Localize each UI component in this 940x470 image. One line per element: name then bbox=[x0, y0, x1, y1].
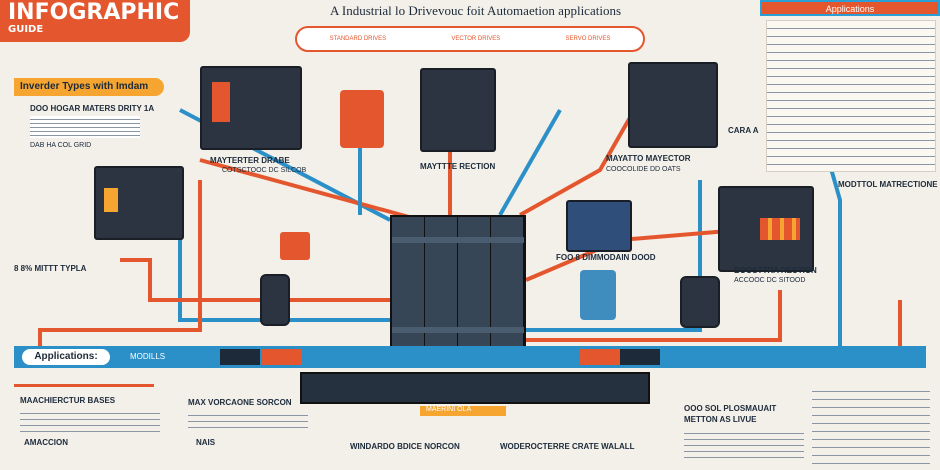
topbar-item-2: VECTOR DRIVES bbox=[451, 36, 501, 42]
left-panel-text bbox=[30, 116, 140, 138]
handheld-keypad bbox=[680, 276, 720, 328]
label-g-sub: ACCOOC DC SITOOD bbox=[734, 277, 806, 284]
label-a: MAYTERTER DRABE bbox=[210, 156, 290, 165]
left-panel-heading: DOO HOGAR MATERS DRITY 1A bbox=[30, 104, 155, 113]
bottom-col2-title: MAX VORCAONE SORCON bbox=[188, 398, 292, 407]
logo-subtitle: GUIDE bbox=[8, 24, 44, 35]
app-icon-1 bbox=[220, 349, 260, 365]
topbar-item-3: SERVO DRIVES bbox=[565, 36, 611, 42]
bottom-col3-title: WINDARDO BDICE NORCON bbox=[350, 442, 460, 451]
bottom-right-list bbox=[812, 384, 930, 464]
bottom-col4-title: WODEROCTERRE CRATE WALALL bbox=[500, 442, 635, 451]
bottom-col5-title: OOO SOL PLOSMAUAIT METTON AS LIVUE bbox=[684, 404, 777, 424]
bottom-col2-sub: NAIS bbox=[196, 438, 216, 447]
control-panel-device bbox=[340, 90, 384, 148]
vfd-device-6 bbox=[566, 200, 632, 252]
connector-device bbox=[280, 232, 310, 260]
vfd-device-5 bbox=[718, 186, 814, 272]
label-c-sub: COOCOLIDE DD OATS bbox=[606, 166, 681, 173]
sensor-probe bbox=[580, 270, 616, 320]
bottom-col1-bar bbox=[14, 384, 154, 387]
app-icon-3 bbox=[580, 349, 620, 365]
cabinet-tag bbox=[420, 406, 506, 416]
logo-title: INFOGRAPHIC bbox=[8, 0, 180, 25]
right-panel-title: Applications bbox=[760, 0, 940, 16]
label-f: FOO 8 DIMMODAIN DOOD bbox=[556, 253, 656, 262]
label-c: MAYATTO MAYECTOR bbox=[606, 154, 691, 163]
left-panel-note: DAB HA COL GRID bbox=[30, 142, 92, 149]
label-d: MODTTOL MATRECTIONE bbox=[838, 180, 938, 189]
bottom-col1-sub: AMACCION bbox=[24, 438, 68, 447]
cabinet-tag-label: MAERINI OLA bbox=[426, 406, 472, 413]
label-a-sub: COTSCTOOC DC SILCOB bbox=[222, 167, 307, 174]
applications-sub: MODILLS bbox=[130, 352, 166, 361]
bottom-col1-title: MAACHIERCTUR BASES bbox=[20, 396, 116, 405]
label-g: BOOSTTRA RECTION bbox=[734, 266, 817, 275]
label-b: MAYTTTE RECTION bbox=[420, 162, 496, 171]
topbar-item-1: STANDARD DRIVES bbox=[329, 36, 387, 42]
drive-types-bar: STANDARD DRIVES VECTOR DRIVES SERVO DRIV… bbox=[295, 26, 645, 52]
bottom-col1-text bbox=[20, 408, 160, 432]
vfd-device-3 bbox=[420, 68, 496, 152]
vfd-device-2 bbox=[94, 166, 184, 240]
control-strip bbox=[300, 372, 650, 404]
label-cara-a: CARA A bbox=[728, 126, 759, 135]
app-icon-4 bbox=[620, 349, 660, 365]
central-drive-cabinet bbox=[390, 215, 526, 350]
label-e: 8 8% MITTT TYPLA bbox=[14, 264, 87, 273]
app-icon-2 bbox=[262, 349, 302, 365]
right-panel-list bbox=[766, 20, 936, 172]
left-panel-title: Inverder Types with Imdam bbox=[14, 78, 164, 96]
vfd-device-4 bbox=[628, 62, 718, 148]
vfd-device-1 bbox=[200, 66, 302, 150]
page-subtitle: A Industrial lo Drivevouc foit Automaeti… bbox=[330, 3, 622, 18]
remote-keypad bbox=[260, 274, 290, 326]
logo: INFOGRAPHIC GUIDE bbox=[0, 0, 190, 42]
applications-label: Applications: bbox=[22, 349, 110, 365]
bottom-col5-text bbox=[684, 428, 804, 458]
bottom-col2-text bbox=[188, 410, 308, 432]
